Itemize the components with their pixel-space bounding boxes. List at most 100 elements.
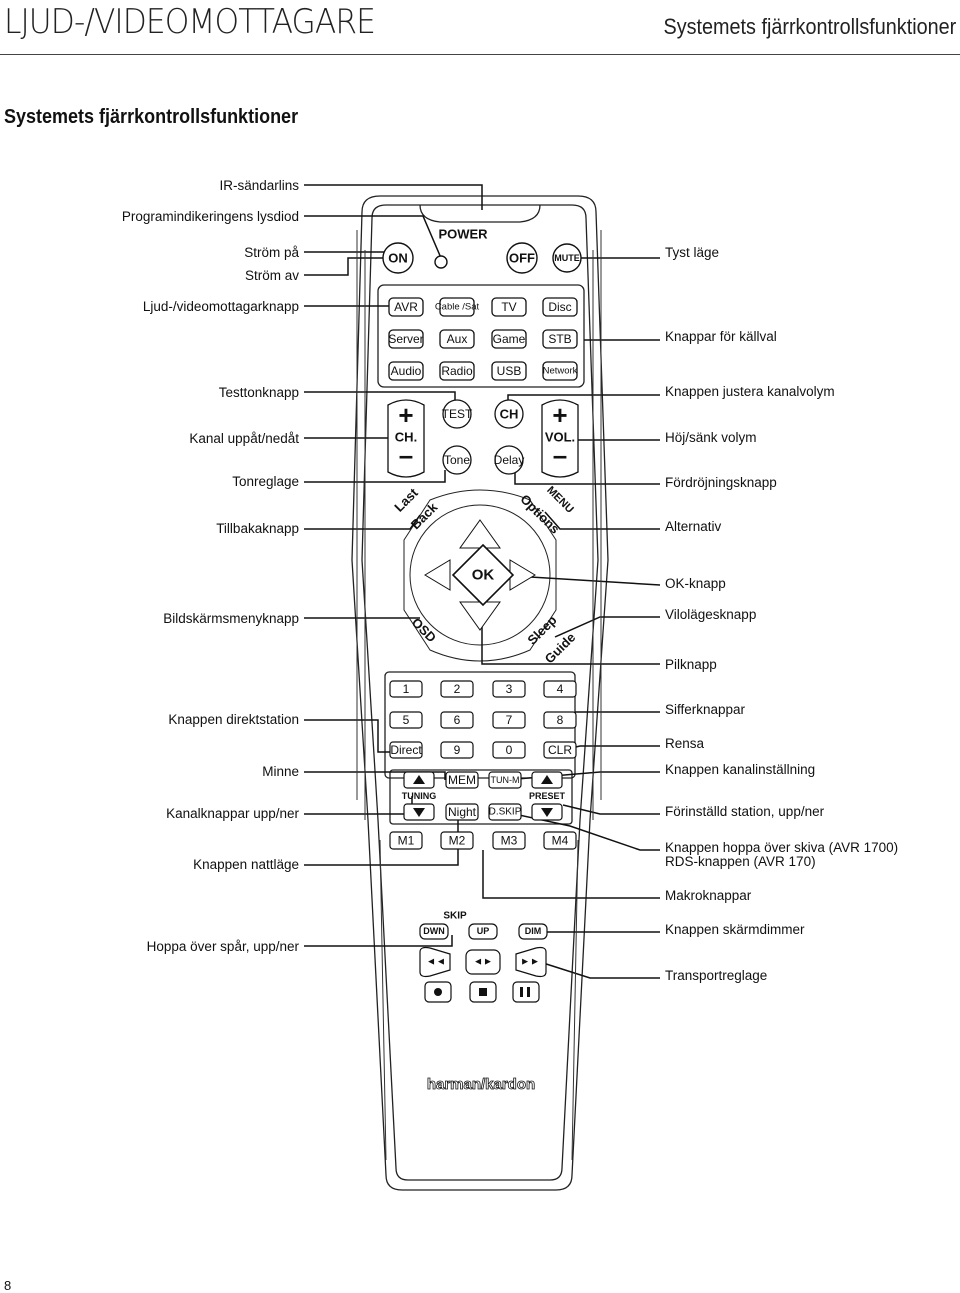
source-button-game[interactable] [491,329,527,349]
channel-rocker[interactable] [387,399,425,478]
digit-button-2[interactable] [440,680,474,698]
label-skip: Hoppa över spår, upp/ner [146,939,299,954]
source-button-stb[interactable] [542,329,578,349]
night-button[interactable] [445,803,479,821]
ok-button[interactable] [451,543,515,607]
source-button-label: USB [497,364,522,378]
source-button-cable-sat[interactable] [439,297,475,317]
source-button-audio[interactable] [388,361,424,381]
power-on-button[interactable] [382,242,414,274]
digit-button-3[interactable] [492,680,526,698]
digit-button-6[interactable] [440,711,474,729]
mute-button[interactable] [552,243,582,273]
record-icon [434,988,442,996]
preset-up-icon [541,775,553,784]
tuning-mode-button[interactable] [488,771,522,789]
label-disc-skip: Knappen hoppa över skiva (AVR 1700) [665,840,899,855]
night-text: Night [448,805,477,819]
label-volume: Höj/sänk volym [665,430,757,445]
macro-button-m4[interactable] [543,831,577,850]
label-tone: Tonreglage [232,474,299,489]
tone-button[interactable] [442,445,472,475]
pause-icon [520,987,523,997]
macro-button-m1[interactable] [389,831,423,850]
source-button-label: Network [543,366,578,377]
mute-text: MUTE [554,253,580,263]
digit-button-8[interactable] [543,711,577,729]
source-button-disc[interactable] [542,297,578,317]
remote-grip-lines [356,230,602,1161]
test-button[interactable] [442,399,472,429]
dim-button[interactable] [518,923,548,940]
test-text: TEST [442,407,473,421]
source-button-network[interactable] [542,361,578,381]
ch-button[interactable] [494,399,524,429]
label-channel-updown: Kanal uppåt/nedåt [189,431,299,446]
digit-button-0[interactable] [492,741,526,759]
label-direct: Knappen direktstation [168,712,299,727]
arrow-left-button[interactable] [424,559,451,591]
back-text: Back [408,499,441,532]
rewind-button[interactable] [419,946,451,978]
running-header: Systemets fjärrkontrollsfunktioner [663,14,956,39]
clear-button-label: CLR [548,743,572,757]
digit-button-label: 3 [506,682,513,696]
brand-logo: harman/kardon [427,1076,535,1093]
play-button[interactable] [465,949,501,975]
volume-rocker[interactable] [541,399,579,478]
tuning-panel [389,769,573,825]
source-button-tv[interactable] [491,297,527,317]
digit-button-1[interactable] [389,680,423,698]
skip-down-text: DWN [423,926,445,936]
label-power-on: Ström på [244,245,299,260]
skip-down-button[interactable] [419,923,449,940]
leader-lines [304,184,661,979]
forward-button[interactable] [515,946,547,978]
direct-button[interactable] [389,741,423,759]
digit-button-7[interactable] [492,711,526,729]
digit-button-5[interactable] [389,711,423,729]
disc-skip-button[interactable] [488,803,522,821]
clear-button[interactable] [543,741,577,759]
section-title: Systemets fjärrkontrollsfunktioner [4,106,299,128]
digit-button-label: 1 [403,682,410,696]
digit-button-9-label: 9 [454,743,461,757]
preset-down-icon [541,808,553,817]
last-text: Last [391,485,421,515]
source-button-avr[interactable] [388,297,424,317]
label-sleep: Vilolägesknapp [665,607,757,622]
tone-text: Tone [444,453,470,467]
memory-button[interactable] [445,771,479,789]
label-tuning-updown: Kanalknappar upp/ner [166,806,299,821]
tuning-up-icon [413,775,425,784]
source-button-label: Game [493,332,526,346]
digit-button-9[interactable] [440,741,474,759]
label-numeric: Sifferknappar [665,702,746,717]
source-button-server[interactable] [388,329,424,349]
macro-button-label: M3 [501,834,518,848]
play-icon: ◄► [473,957,493,968]
macro-button-m2[interactable] [440,831,474,850]
pause-button[interactable] [512,981,540,1003]
power-label: POWER [438,227,488,242]
source-button-aux[interactable] [439,329,475,349]
label-clear: Rensa [665,736,705,751]
label-back: Tillbakaknapp [216,521,299,536]
label-macros: Makroknappar [665,888,752,903]
macro-button-label: M4 [552,834,569,848]
arrow-down-button[interactable] [459,601,501,631]
delay-button[interactable] [494,445,524,475]
skip-up-button[interactable] [468,923,498,940]
power-on-text: ON [388,251,408,266]
macro-button-m3[interactable] [492,831,526,850]
label-memory: Minne [262,764,299,779]
digit-button-4[interactable] [543,680,577,698]
ch-text: CH [500,407,519,422]
source-button-radio[interactable] [439,361,475,381]
label-osd: Bildskärmsmenyknapp [163,611,299,626]
arrow-up-button[interactable] [459,519,501,549]
power-off-button[interactable] [506,242,538,274]
macro-button-label: M1 [398,834,415,848]
source-button-usb[interactable] [491,361,527,381]
label-power-off: Ström av [244,268,299,283]
